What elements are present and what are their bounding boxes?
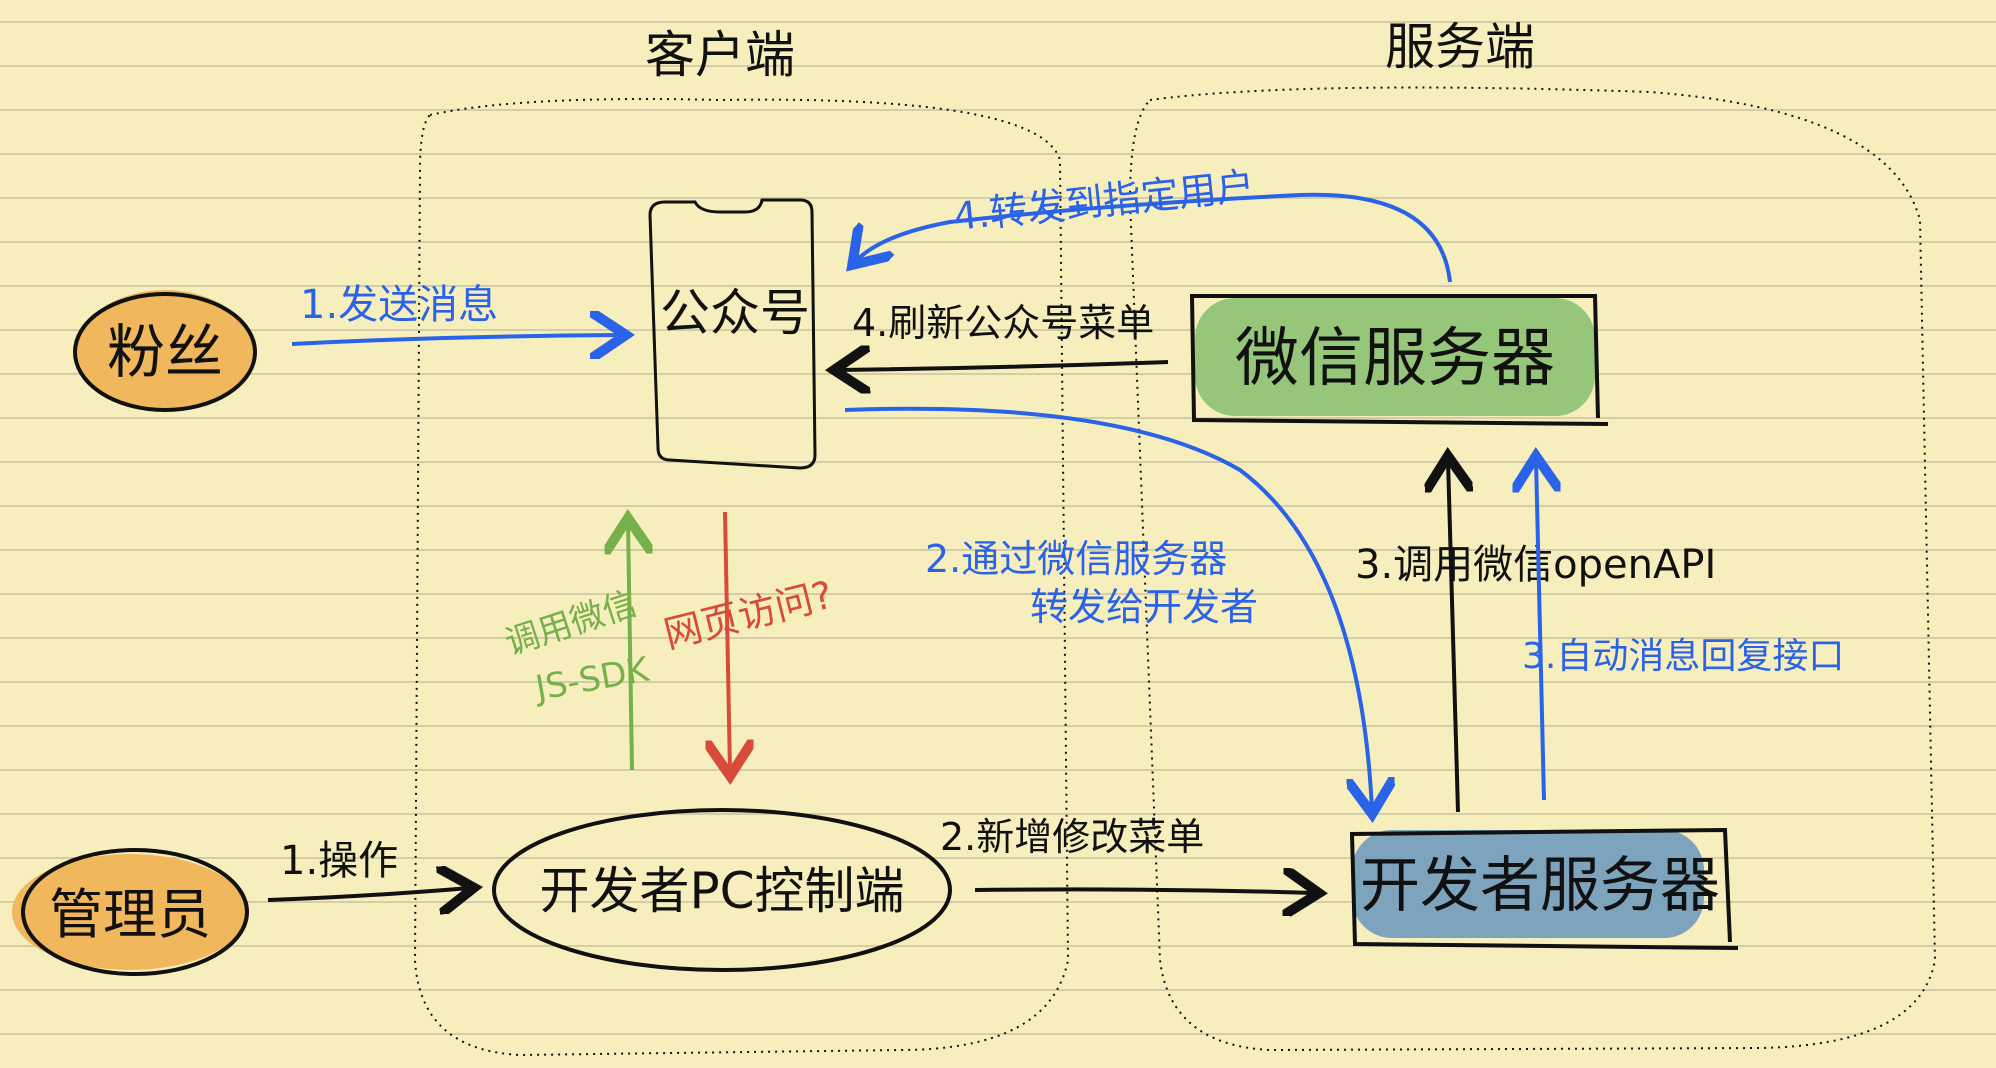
dev-pc-label: 开发者PC控制端	[539, 862, 904, 920]
wechat-server-label: 微信服务器	[1235, 322, 1555, 396]
server-region-boundary	[1128, 86, 1937, 1052]
server-region-title: 服务端	[1385, 18, 1535, 76]
edge-admin-op-label: 1.操作	[280, 838, 398, 884]
edge-call-jssdk-arrow	[628, 522, 632, 771]
edge-call-jssdk-label-2: JS-SDK	[531, 649, 654, 709]
fans-node-fill	[77, 290, 253, 410]
edge-refresh-menu-label: 4.刷新公众号菜单	[852, 301, 1154, 345]
edge-forward-dev-label-2: 转发给开发者	[1030, 585, 1258, 629]
dev-server-fill	[1352, 830, 1704, 938]
edge-call-jssdk-label-1: 调用微信	[500, 583, 642, 663]
admin-label: 管理员	[49, 883, 211, 946]
edge-new-menu-label: 2.新增修改菜单	[940, 815, 1204, 859]
admin-node-fill	[12, 854, 248, 970]
client-region-title: 客户端	[645, 26, 795, 84]
edge-auto-reply-arrow	[1536, 460, 1544, 801]
edge-call-openapi-arrow	[1448, 460, 1458, 813]
edge-forward-dev-arrow	[844, 406, 1372, 810]
fans-label: 粉丝	[107, 318, 223, 386]
edge-auto-reply-label: 3.自动消息回复接口	[1522, 636, 1844, 677]
fans-node	[73, 292, 257, 412]
edge-new-menu-arrow	[974, 889, 1315, 893]
dev-server-box	[1349, 827, 1739, 950]
edge-web-visit-label: 网页访问?	[660, 572, 838, 656]
dev-pc-node	[492, 808, 952, 972]
admin-node	[21, 848, 249, 976]
edge-forward-user-label: 4.转发到指定用户	[951, 164, 1256, 239]
dev-server-label: 开发者服务器	[1360, 851, 1720, 921]
official-account-phone	[648, 198, 817, 470]
edge-fans-send-label: 1.发送消息	[300, 282, 498, 328]
wechat-server-fill	[1195, 298, 1595, 416]
edge-admin-op-arrow	[267, 888, 470, 900]
official-account-label: 公众号	[660, 284, 810, 342]
edge-call-openapi-label: 3.调用微信openAPI	[1355, 542, 1716, 588]
edge-refresh-menu-arrow	[838, 362, 1169, 370]
edge-web-visit-arrow	[725, 511, 730, 772]
edge-fans-send-arrow	[291, 335, 622, 344]
edge-forward-dev-label-1: 2.通过微信服务器	[925, 537, 1227, 581]
edge-forward-user-arrow	[855, 192, 1452, 283]
wechat-server-box	[1190, 294, 1609, 426]
